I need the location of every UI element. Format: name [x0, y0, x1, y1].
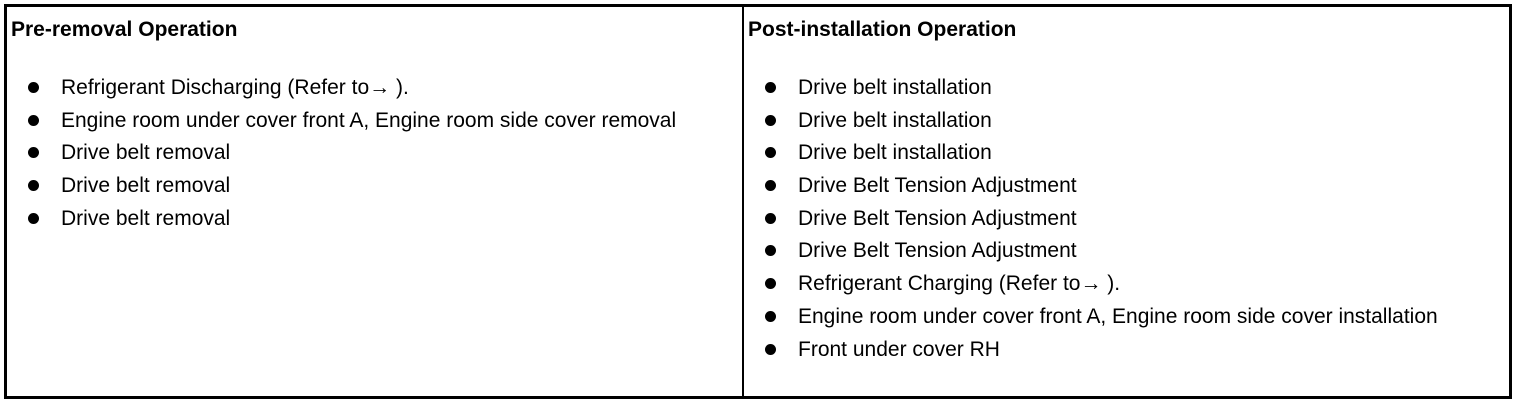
list-item: Drive belt removal	[7, 171, 722, 201]
bullet-icon	[765, 180, 776, 192]
bullet-icon	[765, 82, 776, 93]
bullet-icon	[28, 180, 39, 192]
pre-removal-list: Refrigerant Discharging (Refer to→ ). En…	[7, 73, 722, 236]
list-item: Front under cover RH	[744, 335, 1484, 365]
bullet-icon	[765, 245, 776, 257]
pre-removal-column: Pre-removal Operation Refrigerant Discha…	[7, 7, 742, 396]
list-item: Drive Belt Tension Adjustment	[744, 204, 1484, 234]
list-item: Engine room under cover front A, Engine …	[744, 302, 1484, 332]
list-item-text: Drive belt removal	[61, 174, 231, 198]
list-item: Drive Belt Tension Adjustment	[744, 171, 1484, 201]
column-divider	[742, 7, 744, 396]
list-item-text: Drive Belt Tension Adjustment	[798, 206, 1077, 230]
list-item-text: Engine room under cover front A, Engine …	[798, 304, 1438, 328]
list-item-text: Engine room under cover front A, Engine …	[61, 108, 677, 132]
list-item-text: Drive belt removal	[61, 206, 231, 230]
bullet-icon	[28, 82, 39, 93]
list-item: Drive belt installation	[744, 106, 1484, 136]
bullet-icon	[765, 147, 776, 159]
list-item-text: Drive Belt Tension Adjustment	[798, 174, 1077, 198]
post-installation-column: Post-installation Operation Drive belt i…	[744, 7, 1509, 396]
list-item-text: Drive Belt Tension Adjustment	[798, 239, 1077, 263]
bullet-icon	[765, 212, 776, 224]
list-item: Drive belt removal	[7, 138, 722, 168]
post-installation-title: Post-installation Operation	[748, 18, 1017, 41]
list-item: Refrigerant Charging (Refer to→ ).	[744, 269, 1484, 299]
list-item-text: Drive belt removal	[61, 141, 231, 165]
bullet-icon	[765, 114, 776, 126]
list-item-text: Refrigerant Discharging (Refer to→ ).	[61, 76, 409, 99]
list-item: Engine room under cover front A, Engine …	[7, 106, 722, 136]
list-item: Drive belt installation	[744, 73, 1484, 103]
list-item: Drive belt removal	[7, 204, 722, 234]
bullet-icon	[765, 343, 776, 355]
post-installation-list: Drive belt installation Drive belt insta…	[744, 73, 1484, 367]
list-item-text: Drive belt installation	[798, 108, 992, 132]
pre-removal-title: Pre-removal Operation	[11, 18, 238, 41]
bullet-icon	[28, 212, 39, 224]
operations-table: Pre-removal Operation Refrigerant Discha…	[4, 4, 1512, 399]
list-item-text: Drive belt installation	[798, 76, 992, 99]
bullet-icon	[765, 278, 776, 290]
list-item-text: Refrigerant Charging (Refer to→ ).	[798, 272, 1121, 296]
bullet-icon	[28, 147, 39, 159]
list-item-text: Drive belt installation	[798, 141, 992, 165]
list-item: Refrigerant Discharging (Refer to→ ).	[7, 73, 722, 103]
bullet-icon	[765, 310, 776, 322]
list-item: Drive Belt Tension Adjustment	[744, 236, 1484, 266]
bullet-icon	[28, 114, 39, 126]
list-item-text: Front under cover RH	[798, 337, 1000, 361]
list-item: Drive belt installation	[744, 138, 1484, 168]
